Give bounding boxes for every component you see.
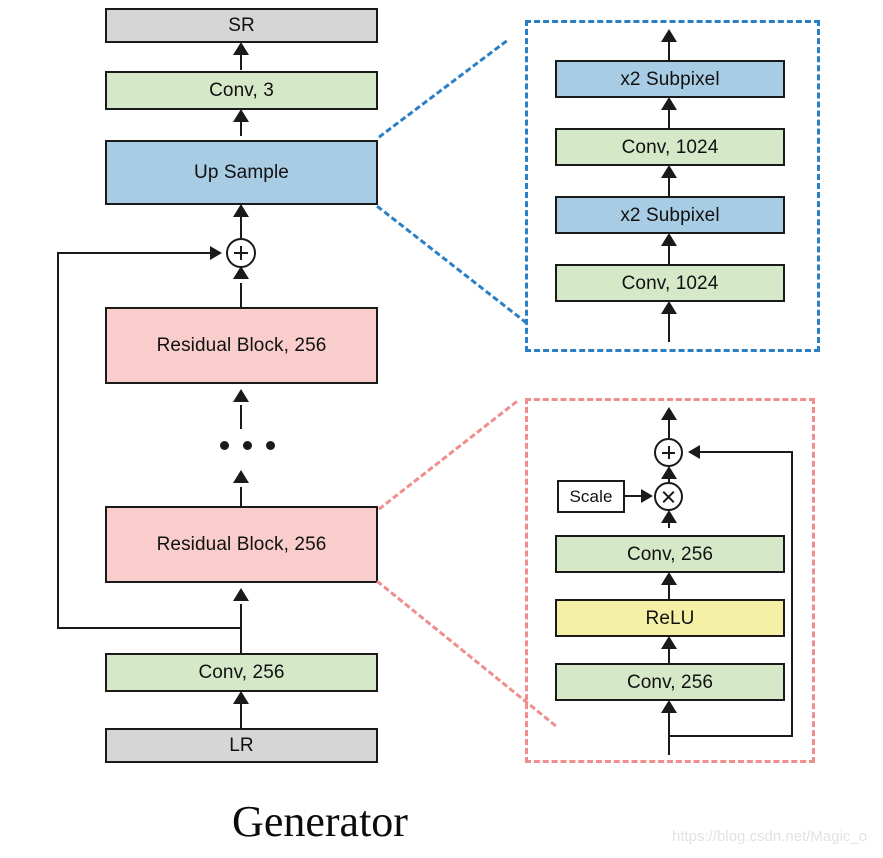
arrowhead-multiply-to-add — [661, 466, 677, 479]
skip-connection-bottom — [57, 627, 242, 629]
connector-relu-to-conv256-upper — [668, 577, 670, 599]
leader-line-residual-top — [378, 400, 518, 511]
block-residual-lower: Residual Block, 256 — [105, 506, 378, 583]
block-sr: SR — [105, 8, 378, 43]
arrowhead-ellipsis-to-resblock-upper — [233, 389, 249, 402]
block-conv-1024-lower: Conv, 1024 — [555, 264, 785, 302]
connector-conv3-to-sr — [240, 47, 242, 70]
residual-identity-top — [700, 451, 793, 453]
block-conv-256-detail-upper: Conv, 256 — [555, 535, 785, 573]
connector-add-to-upsample — [240, 209, 242, 239]
connector-multiply-to-add — [668, 478, 670, 484]
connector-residual-detail-input — [668, 705, 670, 755]
block-x2-subpixel-lower: x2 Subpixel — [555, 196, 785, 234]
connector-ellipsis-to-resblock-upper — [240, 405, 242, 429]
connector-upsample-detail-output — [668, 34, 670, 60]
leader-line-upsample-top — [378, 39, 508, 139]
panel-upsample-detail — [525, 20, 820, 352]
connector-upsample-detail-input — [668, 306, 670, 342]
residual-identity-right — [791, 451, 793, 737]
arrowhead-upsample-detail-output — [661, 29, 677, 42]
block-lr: LR — [105, 728, 378, 763]
block-relu: ReLU — [555, 599, 785, 637]
arrowhead-lr-to-conv256 — [233, 691, 249, 704]
arrowhead-subpixel-lower-to-conv1024-upper — [661, 165, 677, 178]
watermark-text: https://blog.csdn.net/Magic_o — [672, 828, 868, 845]
connector-resblock-lower-to-ellipsis — [240, 487, 242, 508]
connector-subpixel-lower-to-conv1024-upper — [668, 170, 670, 196]
connector-conv1024-lower-to-subpixel-lower — [668, 238, 670, 264]
connector-lr-to-conv256 — [240, 696, 242, 728]
residual-identity-bottom — [668, 735, 793, 737]
block-conv-3: Conv, 3 — [105, 71, 378, 110]
connector-conv256-upper-to-multiply — [668, 522, 670, 528]
block-conv-256-main: Conv, 256 — [105, 653, 378, 692]
block-up-sample: Up Sample — [105, 140, 378, 205]
arrowhead-upsample-to-conv3 — [233, 109, 249, 122]
block-scale: Scale — [557, 480, 625, 513]
arrowhead-identity-into-add — [688, 445, 700, 459]
leader-line-upsample-bottom — [376, 205, 528, 325]
arrowhead-relu-to-conv256-upper — [661, 572, 677, 585]
arrowhead-add-to-upsample — [233, 204, 249, 217]
connector-resblock-upper-to-add — [240, 283, 242, 308]
arrowhead-skip-into-add — [210, 246, 222, 260]
arrowhead-conv1024-upper-to-subpixel-upper — [661, 97, 677, 110]
arrowhead-residual-detail-input — [661, 700, 677, 713]
arrowhead-residual-detail-output — [661, 407, 677, 420]
block-conv-256-detail-lower: Conv, 256 — [555, 663, 785, 701]
connector-conv256-to-resblock-lower — [240, 604, 242, 654]
skip-connection-left — [57, 252, 59, 629]
arrowhead-resblock-lower-to-ellipsis — [233, 470, 249, 483]
arrowhead-conv3-to-sr — [233, 42, 249, 55]
connector-residual-detail-output — [668, 412, 670, 438]
block-conv-1024-upper: Conv, 1024 — [555, 128, 785, 166]
skip-connection-top — [57, 252, 212, 254]
add-operator-residual — [654, 438, 683, 467]
block-residual-upper: Residual Block, 256 — [105, 307, 378, 384]
connector-conv1024-upper-to-subpixel-upper — [668, 102, 670, 128]
connector-conv256-lower-to-relu — [668, 641, 670, 663]
multiply-operator-residual — [654, 482, 683, 511]
arrowhead-upsample-detail-input — [661, 301, 677, 314]
arrowhead-scale-to-multiply — [641, 489, 653, 503]
panel-residual-detail — [525, 398, 815, 763]
ellipsis-repeated-blocks — [220, 441, 275, 450]
add-operator-global-skip — [226, 238, 256, 268]
arrowhead-conv256-upper-to-multiply — [661, 510, 677, 523]
arrowhead-conv256-to-resblock-lower — [233, 588, 249, 601]
arrowhead-conv256-lower-to-relu — [661, 636, 677, 649]
page-title: Generator — [232, 797, 408, 846]
connector-scale-to-multiply — [625, 495, 644, 497]
connector-upsample-to-conv3 — [240, 114, 242, 136]
arrowhead-conv1024-lower-to-subpixel-lower — [661, 233, 677, 246]
block-x2-subpixel-upper: x2 Subpixel — [555, 60, 785, 98]
arrowhead-resblock-upper-to-add — [233, 266, 249, 279]
